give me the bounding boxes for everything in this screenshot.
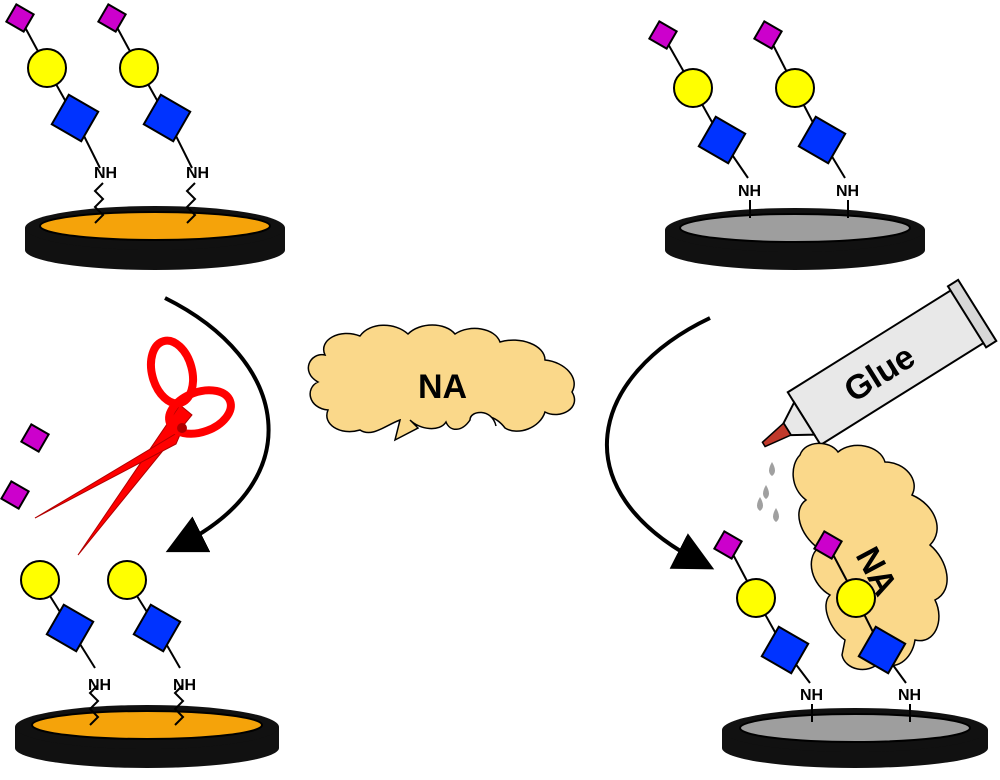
- glcnac-icon: [857, 625, 907, 675]
- scissors-icon: [34, 336, 235, 556]
- panel-top-left: NH NH: [4, 2, 285, 270]
- nh-label: NH: [800, 687, 823, 704]
- sialic-acid-icon: [19, 422, 51, 454]
- droplet-icon: [773, 508, 779, 522]
- sialic-acid-icon: [712, 529, 744, 561]
- glcnac-icon: [697, 115, 747, 165]
- glycan-chain: NH: [712, 529, 823, 722]
- droplet-icon: [757, 497, 763, 511]
- na-label: NA: [418, 368, 467, 406]
- gold-surface-disk: [15, 705, 279, 768]
- gold-surface-disk: [25, 206, 285, 270]
- glycan-chain: NH: [96, 2, 209, 224]
- nh-label: NH: [186, 165, 209, 182]
- galactose-icon: [775, 68, 815, 108]
- gray-surface-disk: [722, 708, 988, 768]
- droplet-icon: [763, 485, 769, 499]
- glycan-chain: NH: [647, 19, 761, 218]
- nh-label: NH: [898, 687, 921, 704]
- neuraminidase-cloud: NA: [307, 324, 576, 442]
- galactose-icon: [20, 560, 60, 600]
- sialic-acid-icon: [647, 19, 679, 51]
- gray-surface-disk: [665, 208, 925, 270]
- nh-label: NH: [88, 677, 111, 694]
- glycan-chain: NH: [20, 560, 111, 726]
- glcnac-icon: [142, 93, 192, 143]
- panel-top-right: NH NH: [647, 19, 925, 270]
- glcnac-icon: [797, 115, 847, 165]
- sialic-acid-icon: [812, 529, 844, 561]
- glcnac-icon: [50, 93, 100, 143]
- nh-label: NH: [836, 183, 859, 200]
- panel-bottom-left: NH NH: [15, 560, 279, 768]
- glycan-chain: NH: [4, 2, 117, 224]
- glycan-chain: NH: [752, 19, 859, 218]
- nh-label: NH: [738, 183, 761, 200]
- sialic-acid-icon: [0, 479, 31, 511]
- nh-label: NH: [173, 677, 196, 694]
- sialic-acid-icon: [4, 2, 36, 34]
- galactose-icon: [736, 578, 776, 618]
- galactose-icon: [673, 68, 713, 108]
- glcnac-icon: [132, 603, 182, 653]
- glycan-chain: NH: [812, 529, 921, 722]
- glue-tube-icon: Glue: [761, 278, 998, 448]
- galactose-icon: [27, 48, 67, 88]
- droplet-icon: [769, 462, 775, 476]
- sialic-acid-icon: [752, 19, 784, 51]
- glcnac-icon: [45, 603, 95, 653]
- galactose-icon: [119, 48, 159, 88]
- panel-bottom-right: NA NH NH: [712, 442, 988, 768]
- glycan-chain: NH: [107, 560, 196, 726]
- curved-arrow-icon: [164, 296, 271, 553]
- galactose-icon: [107, 560, 147, 600]
- nh-label: NH: [94, 165, 117, 182]
- sialic-acid-icon: [96, 2, 128, 34]
- galactose-icon: [836, 578, 876, 618]
- neuraminidase-bound: NA: [792, 442, 948, 671]
- glcnac-icon: [760, 625, 810, 675]
- curved-arrow-icon: [605, 316, 715, 570]
